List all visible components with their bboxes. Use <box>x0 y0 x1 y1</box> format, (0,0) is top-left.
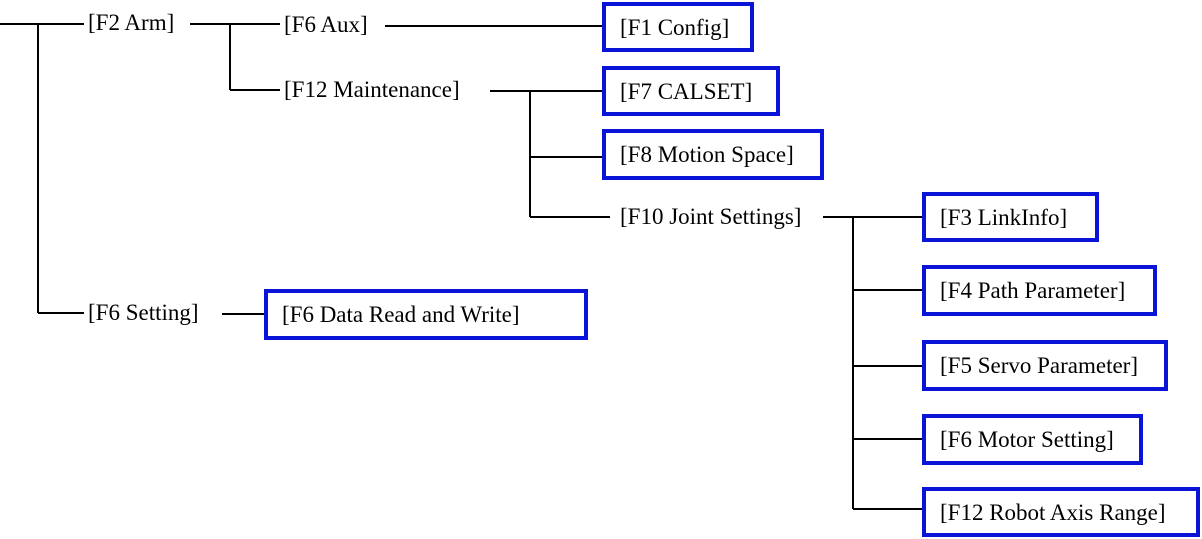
menu-path-parameter-label: [F4 Path Parameter] <box>940 278 1126 303</box>
menu-calset[interactable]: [F7 CALSET] <box>602 66 780 116</box>
menu-data-read-write-label: [F6 Data Read and Write] <box>282 302 520 327</box>
menu-servo-parameter[interactable]: [F5 Servo Parameter] <box>922 340 1168 391</box>
menu-aux[interactable]: [F6 Aux] <box>280 13 372 36</box>
menu-maintenance[interactable]: [F12 Maintenance] <box>280 78 464 101</box>
menu-motion-space-label: [F8 Motion Space] <box>620 142 794 167</box>
menu-link-info-label: [F3 LinkInfo] <box>940 204 1068 230</box>
menu-path-parameter[interactable]: [F4 Path Parameter] <box>922 265 1157 316</box>
menu-config[interactable]: [F1 Config] <box>602 2 754 52</box>
menu-motion-space[interactable]: [F8 Motion Space] <box>602 129 824 180</box>
menu-arm[interactable]: [F2 Arm] <box>84 11 179 34</box>
menu-motor-setting-label: [F6 Motor Setting] <box>940 427 1114 452</box>
menu-servo-parameter-label: [F5 Servo Parameter] <box>940 353 1138 378</box>
menu-motor-setting[interactable]: [F6 Motor Setting] <box>922 414 1143 465</box>
menu-calset-label: [F7 CALSET] <box>620 78 753 104</box>
menu-joint-settings[interactable]: [F10 Joint Settings] <box>616 205 806 228</box>
menu-config-label: [F1 Config] <box>620 14 730 40</box>
menu-setting[interactable]: [F6 Setting] <box>84 301 203 324</box>
menu-robot-axis-range[interactable]: [F12 Robot Axis Range] <box>922 487 1200 537</box>
menu-data-read-write[interactable]: [F6 Data Read and Write] <box>264 289 588 340</box>
menu-robot-axis-range-label: [F12 Robot Axis Range] <box>940 499 1166 525</box>
menu-link-info[interactable]: [F3 LinkInfo] <box>922 192 1099 242</box>
